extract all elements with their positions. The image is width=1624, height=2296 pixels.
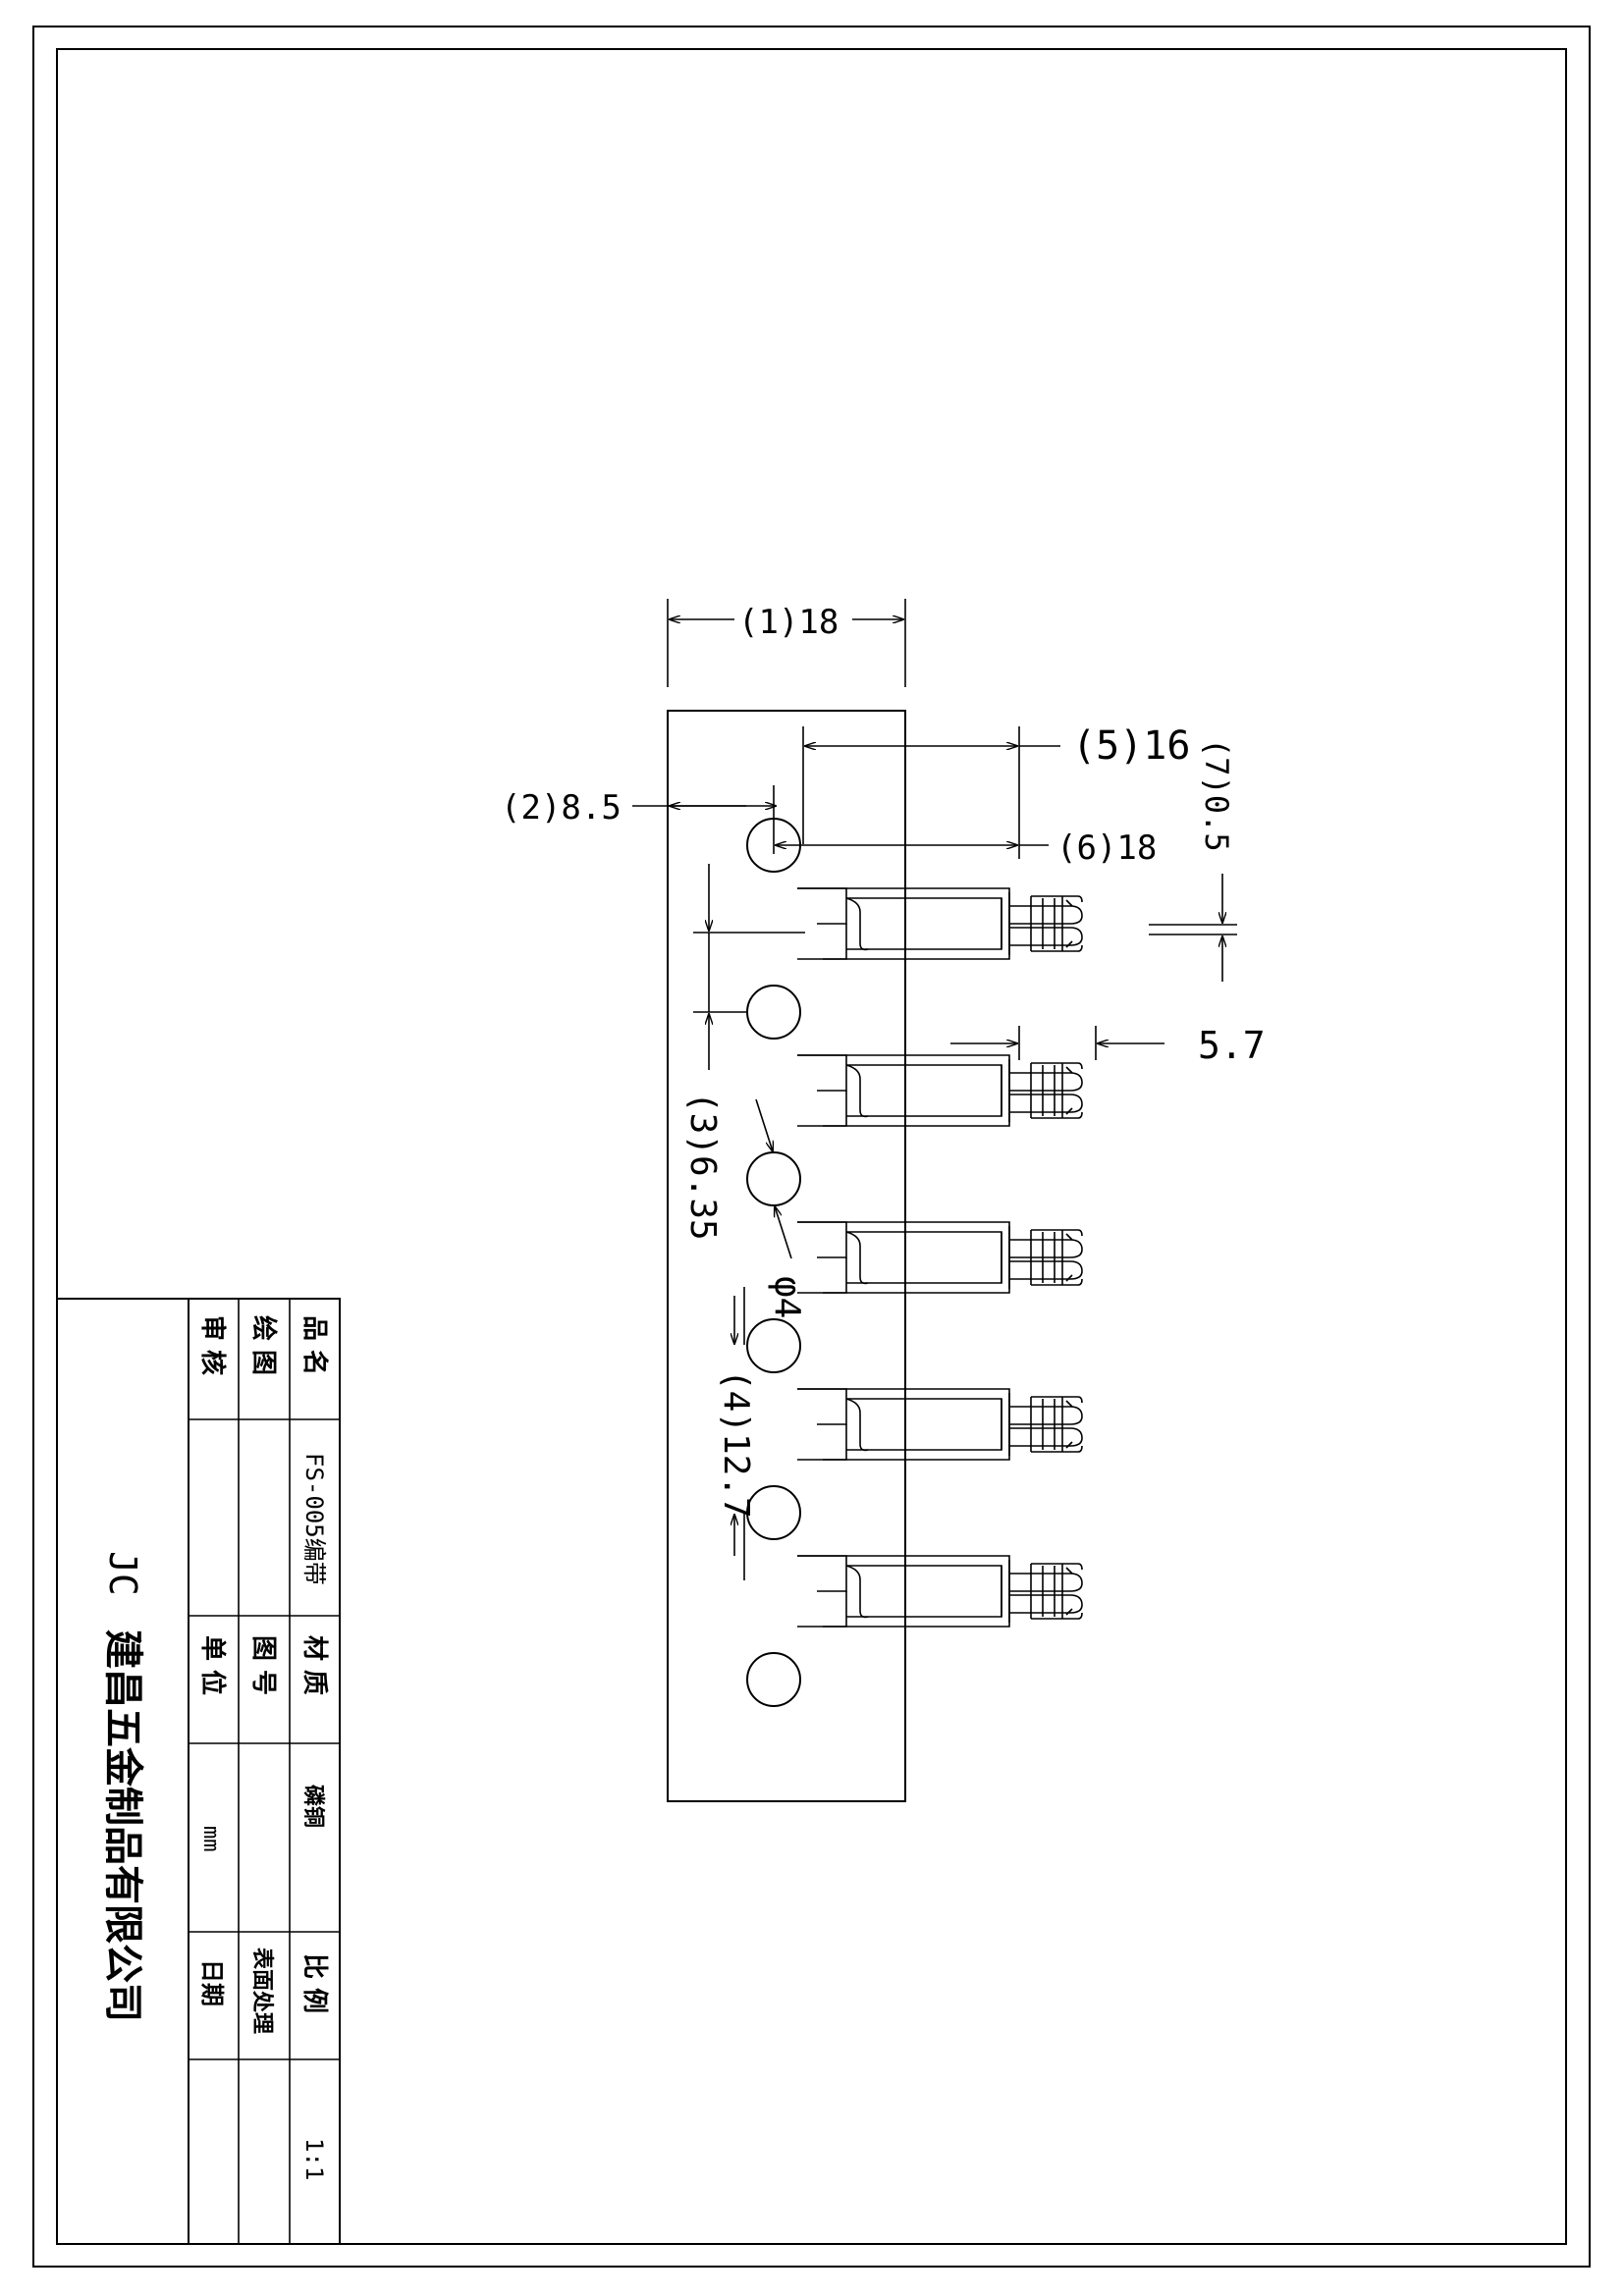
company-name: 建昌五金制品有限公司 xyxy=(100,1629,146,2022)
pilot-hole xyxy=(746,985,801,1040)
dimension-1-label: (1)18 xyxy=(738,603,839,642)
dimension-phi4-label: φ4 xyxy=(767,1276,807,1318)
unit-value: mm xyxy=(198,1826,223,1852)
dimension-5-7: 5.7 xyxy=(950,1024,1266,1067)
dimension-1: (1)18 xyxy=(667,599,906,687)
dimension-2: (2)8.5 xyxy=(501,785,776,854)
title-block: 品 名 FS-005编带 材 质 磷铜 比 例 1:1 绘 图 图 号 表面处理… xyxy=(56,1298,341,2245)
product-name-value: FS-005编带 xyxy=(300,1453,328,1585)
dimension-7: (7)0.5 xyxy=(1149,738,1237,982)
dimension-4: (4)12.7 xyxy=(716,1287,756,1580)
carrier-strip xyxy=(667,710,906,1802)
outer-border xyxy=(32,26,1591,2268)
material-label: 材 质 xyxy=(299,1635,329,1695)
dimension-4-label: (4)12.7 xyxy=(716,1369,756,1519)
unit-label: 单 位 xyxy=(197,1635,228,1695)
pilot-hole xyxy=(746,1652,801,1707)
terminal xyxy=(796,887,1083,960)
dimension-6-label: (6)18 xyxy=(1056,828,1157,868)
terminals xyxy=(796,887,1083,1628)
material-value: 磷铜 xyxy=(300,1785,326,1828)
scale-value: 1:1 xyxy=(300,2138,328,2180)
review-label: 审 核 xyxy=(197,1315,228,1375)
drawn-label: 绘 图 xyxy=(248,1315,279,1375)
dimension-2-label: (2)8.5 xyxy=(501,788,622,828)
dimension-3: (3)6.35 xyxy=(682,864,805,1241)
pilot-hole xyxy=(746,1485,801,1540)
dimension-3-label: (3)6.35 xyxy=(682,1092,723,1241)
terminal xyxy=(796,1054,1083,1127)
dimension-phi4: φ4 xyxy=(755,1098,807,1318)
product-name-label: 品 名 xyxy=(299,1315,330,1375)
terminal xyxy=(796,1388,1083,1461)
dimension-5-label: (5)16 xyxy=(1072,723,1190,769)
terminal xyxy=(796,1221,1083,1294)
dimension-7-label: (7)0.5 xyxy=(1198,738,1235,852)
pilot-hole xyxy=(746,1318,801,1373)
inner-border xyxy=(56,48,1567,2245)
drawing-no-label: 图 号 xyxy=(248,1635,278,1695)
dimension-6: (6)18 xyxy=(776,828,1157,868)
surface-label: 表面处理 xyxy=(249,1948,275,2034)
scale-label: 比 例 xyxy=(299,1953,329,2013)
company-code: JC xyxy=(101,1551,144,1596)
date-label: 日期 xyxy=(198,1959,227,2006)
dimension-5: (5)16 xyxy=(802,723,1190,859)
dimension-5-7-label: 5.7 xyxy=(1198,1024,1266,1067)
pilot-holes xyxy=(746,818,801,1707)
pilot-hole xyxy=(746,1151,801,1206)
terminal xyxy=(796,1555,1083,1628)
